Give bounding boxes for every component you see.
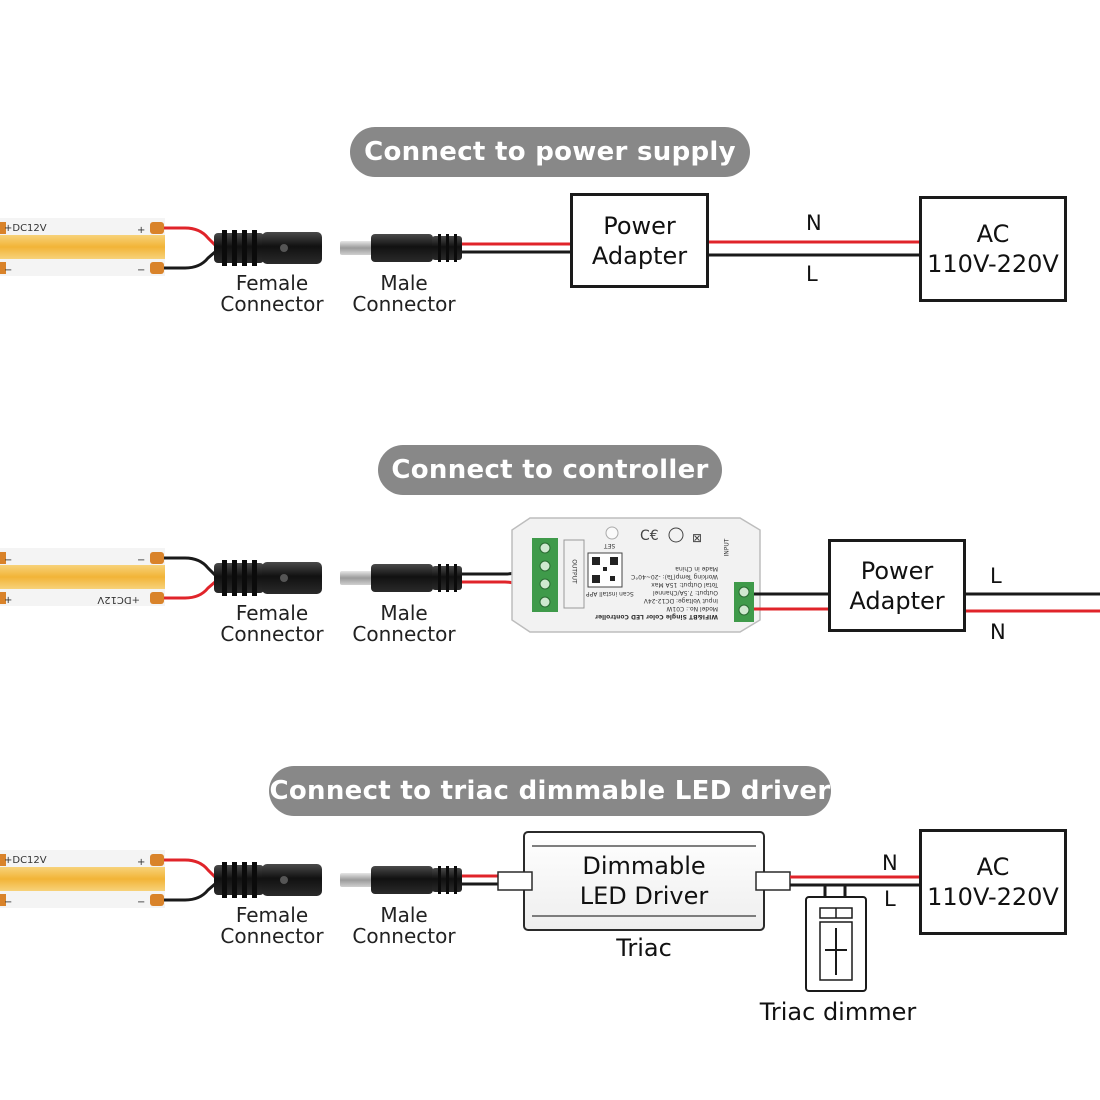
female-connector-3 (214, 862, 322, 898)
wire-label-l-2: L (990, 564, 1002, 588)
male-connector-3-line-1: Male (380, 903, 428, 927)
male-connector-2-line-2: Connector (352, 622, 456, 646)
controller-app-label: Scan install APP (586, 590, 634, 597)
svg-text:−: − (4, 265, 12, 276)
female-connector-1-line-2: Connector (220, 292, 324, 316)
female-connector-2 (214, 560, 322, 596)
controller-ce-mark: C€ (640, 528, 659, 544)
led-driver-line-1: Dimmable (582, 852, 706, 880)
wire-label-l-3: L (884, 887, 896, 911)
strip-1-label: +DC12V (4, 223, 47, 234)
led-strip-3: + − − (0, 850, 165, 908)
male-connector-2 (340, 564, 462, 592)
controller-spec-3: Output: 7.5A/Channel (652, 589, 718, 596)
section-1-title: Connect to power supply (350, 127, 750, 177)
ac-source-3-line-2: 110V-220V (927, 883, 1059, 911)
ac-source-3: AC 110V-220V (919, 829, 1067, 935)
controller-spec-2: Input Voltage: DC12-24V (643, 597, 718, 604)
svg-text:+: + (137, 857, 145, 868)
ac-source-1: AC 110V-220V (919, 196, 1067, 302)
svg-text:−: − (4, 555, 12, 566)
svg-text:−: − (137, 897, 145, 908)
controller-spec-1: Model No.: C01W (666, 605, 718, 612)
controller-label-block: WIFI&BT Single Color LED Controller Mode… (595, 548, 718, 620)
power-adapter-2: Power Adapter (828, 539, 966, 632)
section-2-title: Connect to controller (378, 445, 722, 495)
section-1-drawing: + − − (0, 218, 921, 276)
male-connector-3 (340, 866, 462, 894)
svg-text:−: − (137, 265, 145, 276)
wire-label-n-2: N (990, 620, 1006, 644)
power-adapter-2-line-1: Power (860, 556, 934, 585)
ac-source-3-line-1: AC (976, 853, 1010, 881)
male-connector-1-line-2: Connector (352, 292, 456, 316)
svg-text:−: − (4, 897, 12, 908)
wire-label-l-1: L (806, 262, 818, 286)
svg-text:+: + (4, 595, 12, 606)
controller-spec-6: Made in China (675, 565, 718, 572)
led-strip-2: − − + +DC12V (0, 548, 165, 606)
svg-text:⊠: ⊠ (692, 531, 702, 545)
triac-dimmer-caption: Triac dimmer (759, 998, 917, 1026)
power-adapter-2-line-2: Adapter (849, 586, 945, 615)
section-2-drawing: − − + +DC12V (0, 517, 1100, 633)
section-3-title: Connect to triac dimmable LED driver (269, 766, 831, 816)
male-connector-1 (340, 234, 462, 262)
led-controller: C€ ⊠ (511, 517, 761, 633)
female-connector-1 (214, 230, 322, 266)
female-connector-3-line-1: Female (235, 903, 309, 927)
ac-source-1-line-1: AC (976, 220, 1010, 248)
svg-text:+: + (137, 225, 145, 236)
female-connector-2-line-1: Female (235, 601, 309, 625)
female-connector-2-label: Female Connector (210, 603, 334, 645)
wire-label-n-3: N (882, 851, 898, 875)
led-driver-line-2: LED Driver (579, 882, 709, 910)
led-driver-body (497, 831, 791, 931)
power-adapter-1-line-1: Power (603, 211, 676, 240)
female-connector-3-line-2: Connector (220, 924, 324, 948)
strip-3-label: +DC12V (4, 855, 47, 866)
led-driver-caption: Triac (616, 934, 672, 962)
controller-spec-4: Total Output: 15A Max (651, 581, 718, 588)
controller-set-label: SET (604, 542, 616, 549)
male-connector-2-line-1: Male (380, 601, 428, 625)
male-connector-3-label: Male Connector (344, 905, 464, 947)
svg-text:−: − (137, 555, 145, 566)
male-connector-1-line-1: Male (380, 271, 428, 295)
controller-spec-5: Working Temp(Ta): -20~40°C (631, 573, 718, 580)
male-connector-3-line-2: Connector (352, 924, 456, 948)
section-3-drawing: + − − (0, 831, 921, 992)
controller-input-label: INPUT (723, 538, 731, 557)
led-strip-1: + − − (0, 218, 165, 276)
controller-output-label: OUTPUT (570, 559, 578, 584)
male-connector-2-label: Male Connector (344, 603, 464, 645)
triac-dimmer (805, 896, 867, 992)
power-adapter-1: Power Adapter (570, 193, 709, 288)
strip-2-rotated-label: +DC12V (97, 594, 140, 605)
female-connector-1-label: Female Connector (210, 273, 334, 315)
female-connector-1-line-1: Female (235, 271, 309, 295)
male-connector-1-label: Male Connector (344, 273, 464, 315)
led-driver-label: Dimmable LED Driver (532, 851, 756, 911)
power-adapter-1-line-2: Adapter (591, 241, 688, 270)
female-connector-3-label: Female Connector (210, 905, 334, 947)
wire-label-n-1: N (806, 211, 822, 235)
controller-name: WIFI&BT Single Color LED Controller (595, 613, 718, 620)
female-connector-2-line-2: Connector (220, 622, 324, 646)
ac-source-1-line-2: 110V-220V (927, 250, 1059, 278)
